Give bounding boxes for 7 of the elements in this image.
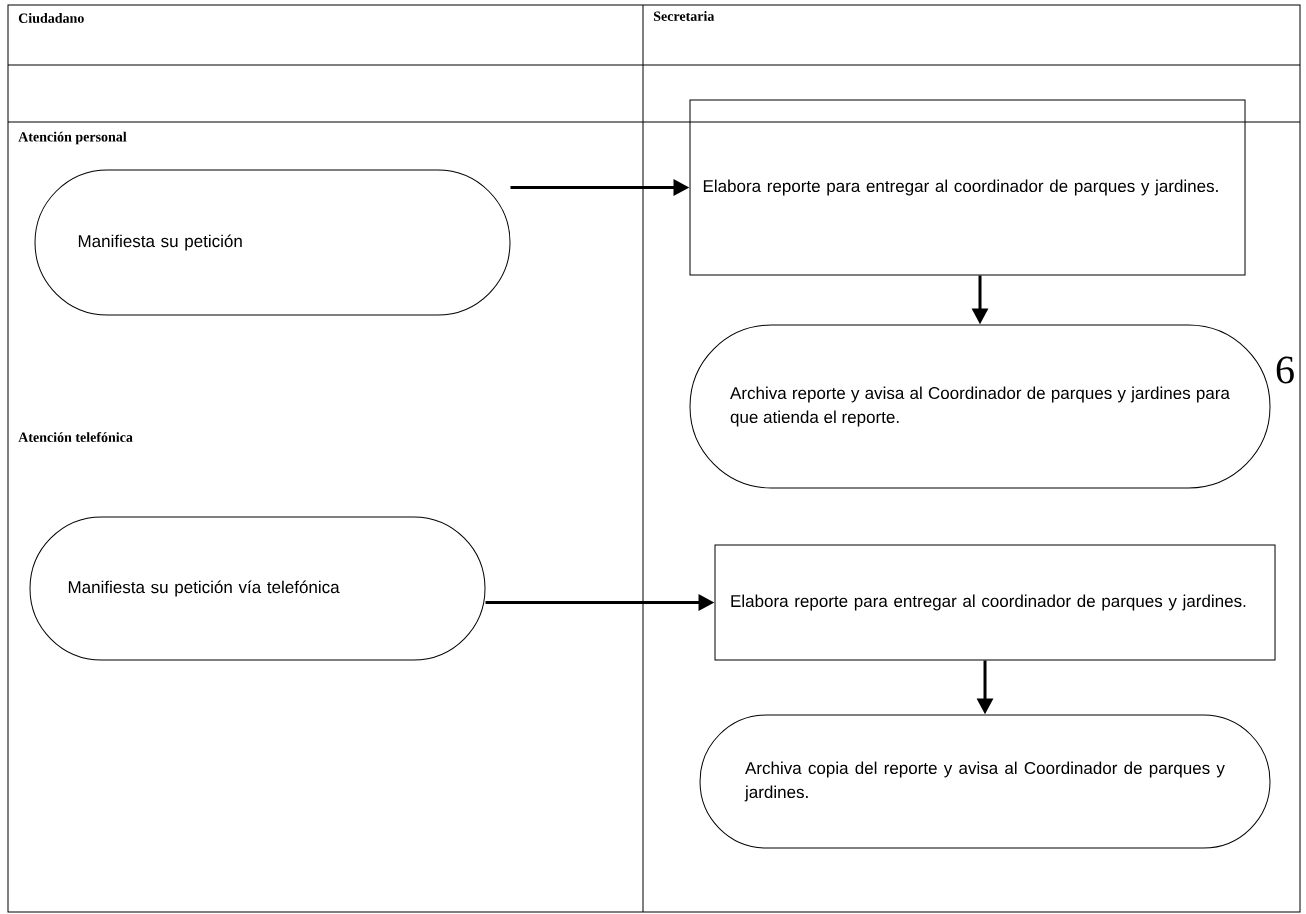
page-number: 6	[1276, 356, 1294, 384]
column-header: Ciudadano	[18, 13, 84, 23]
section-label: Atención telefónica	[18, 432, 133, 442]
process-box: Elabora reporte para entregar al coordinador de parques y jardines.	[714, 544, 1276, 661]
section-label: Atención personal	[18, 131, 127, 145]
column-header: Secretaria	[653, 11, 715, 21]
process-box: Elabora reporte para entregar al coordinador de parques y jardines.	[689, 99, 1246, 276]
